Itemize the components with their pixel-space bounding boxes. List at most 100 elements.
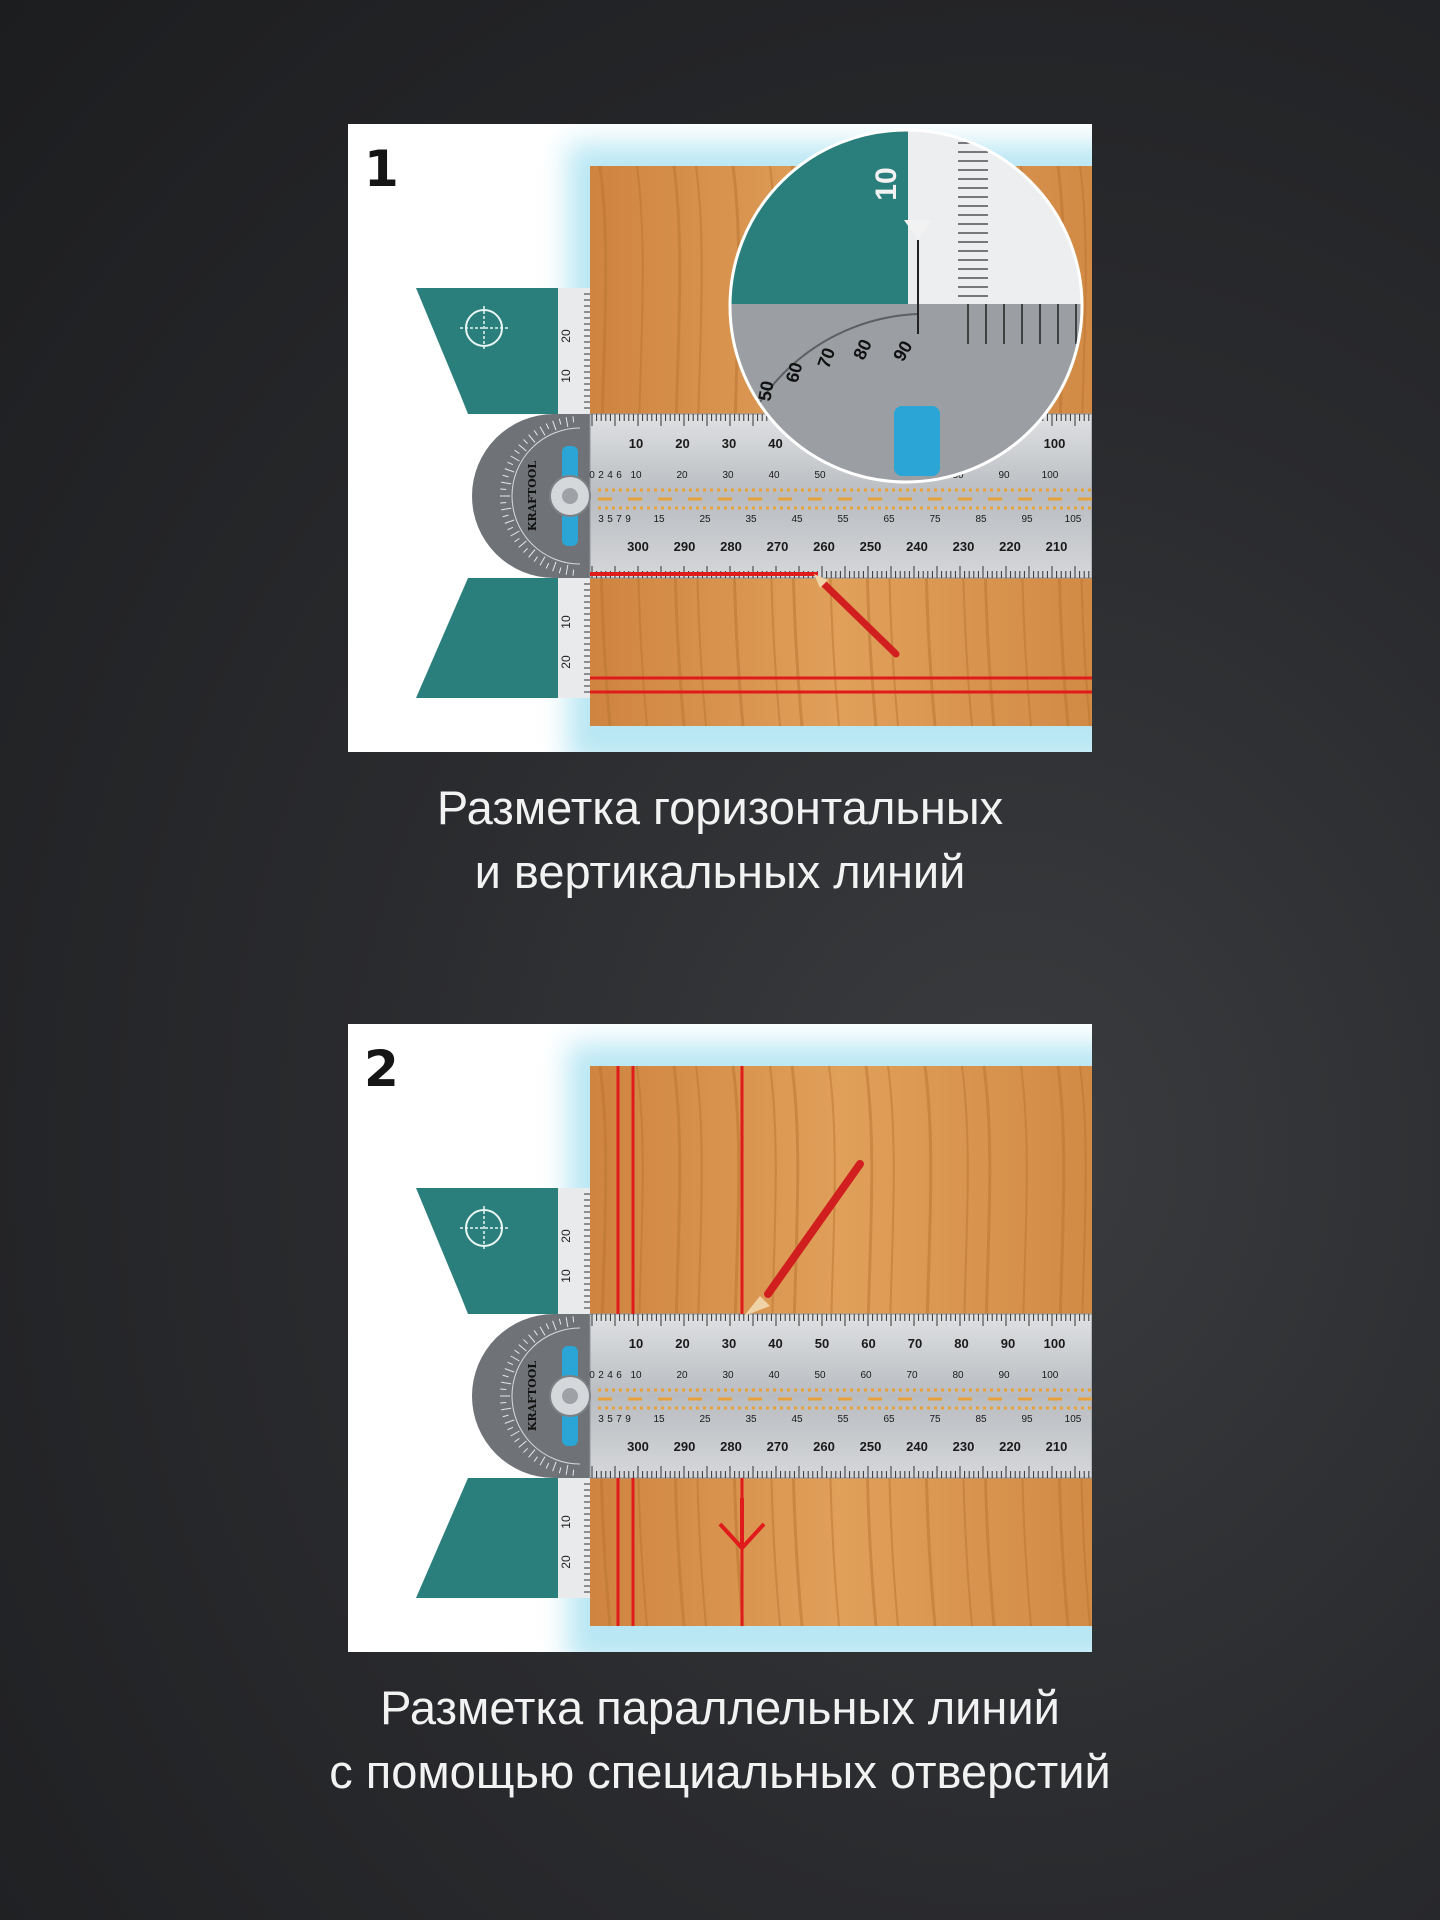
- caption-1-line-1: Разметка горизонтальных: [436, 781, 1004, 834]
- bottom-scale-label: 280: [720, 1439, 742, 1454]
- wood-grain: [636, 165, 648, 727]
- wood-grain: [1020, 1065, 1032, 1627]
- protractor-tick: [504, 519, 515, 524]
- mid-scale-top-label: 10: [630, 1370, 642, 1381]
- protractor-tick: [502, 514, 509, 518]
- top-scale-label: 50: [815, 1336, 829, 1351]
- pencil-icon: [764, 1160, 864, 1298]
- wood-grain: [695, 1065, 707, 1627]
- mid-scale-top-label: 40: [768, 1370, 780, 1381]
- mid-scale-bottom-label: 45: [791, 1414, 803, 1425]
- mid-scale-bottom-label: 7: [616, 1414, 622, 1425]
- mid-scale-bottom-label: 45: [791, 514, 803, 525]
- bottom-scale-label: 240: [906, 1439, 928, 1454]
- mid-scale-bottom-label: 65: [883, 1414, 895, 1425]
- protractor-tick: [552, 1320, 557, 1331]
- wood-grain: [923, 1065, 937, 1627]
- mid-scale-bottom-label: 35: [745, 1414, 757, 1425]
- protractor-tick: [545, 1462, 550, 1469]
- protractor-tick: [539, 426, 546, 436]
- top-scale-label: 80: [954, 1336, 968, 1351]
- mid-scale-top-label: 30: [722, 470, 734, 481]
- mid-scale-top-label: 40: [768, 470, 780, 481]
- protractor-tick: [500, 1388, 507, 1391]
- panel-number-1: 1: [364, 140, 399, 198]
- protractor-tick: [558, 418, 562, 425]
- mid-scale-top-label: 2: [598, 1370, 604, 1381]
- wood-grain: [982, 1065, 996, 1627]
- mid-scale-bottom-label: 55: [837, 514, 849, 525]
- bottom-scale-label: 300: [627, 539, 649, 554]
- protractor-tick: [539, 556, 546, 566]
- protractor-tick: [500, 488, 507, 491]
- bottom-scale-label: 290: [674, 539, 696, 554]
- arrow-down-icon-head: [718, 1522, 766, 1551]
- brand-logo-text: KRAFTOOL: [526, 461, 539, 531]
- mid-scale-bottom-label: 15: [653, 514, 665, 525]
- mid-scale-top-label: 100: [1042, 470, 1059, 481]
- pivot-center: [562, 488, 578, 504]
- protractor-tick: [565, 564, 569, 575]
- side-scale-label: 20: [559, 329, 573, 343]
- protractor-tick: [533, 430, 538, 436]
- protractor-tick: [523, 1447, 529, 1453]
- pivot-center: [562, 1388, 578, 1404]
- wood-grain: [887, 1065, 899, 1627]
- pencil-tip: [744, 1296, 770, 1316]
- wood-grain: [1056, 1065, 1070, 1627]
- wood-grain: [598, 165, 612, 727]
- side-scale-strip-top: [558, 288, 590, 414]
- mid-scale-top-label: 6: [616, 1370, 622, 1381]
- mid-scale-bottom-label: 75: [929, 1414, 941, 1425]
- top-scale-label: 40: [768, 436, 782, 451]
- protractor-tick: [504, 468, 515, 473]
- mid-scale-bottom-label: 75: [929, 514, 941, 525]
- bottom-scale-label: 240: [906, 539, 928, 554]
- protractor-tick: [501, 481, 512, 485]
- top-scale-label: 30: [722, 436, 736, 451]
- wood-grain: [636, 1065, 648, 1627]
- mid-scale-bottom-label: 15: [653, 1414, 665, 1425]
- top-scale-label: 20: [675, 1336, 689, 1351]
- wood-grain: [828, 1065, 840, 1627]
- mid-scale-bottom-label: 9: [625, 1414, 631, 1425]
- protractor-tick: [510, 1430, 520, 1437]
- illustration-panel-1: 20101020KRAFTOOL102030405060708090100300…: [348, 124, 1092, 752]
- mid-scale-bottom-label: 95: [1021, 514, 1033, 525]
- caption-2: Разметка параллельных линий с помощью сп…: [0, 1676, 1440, 1804]
- mid-scale-bottom-label: 65: [883, 514, 895, 525]
- caption-2-line-1: Разметка параллельных линий: [380, 1681, 1060, 1734]
- protractor-tick: [502, 1414, 509, 1418]
- side-scale-label: 10: [559, 1269, 573, 1283]
- protractor-tick: [565, 1464, 569, 1475]
- bottom-scale-label: 300: [627, 1439, 649, 1454]
- mid-scale-top-label: 50: [814, 470, 826, 481]
- bottom-scale-label: 250: [860, 1439, 882, 1454]
- protractor-arc: [511, 1327, 581, 1465]
- wood-grain: [961, 1065, 973, 1627]
- protractor-tick: [565, 417, 569, 428]
- teal-upper-arm: [416, 288, 590, 414]
- mid-scale-top-label: 100: [1042, 1370, 1059, 1381]
- side-scale-label: 20: [559, 1229, 573, 1243]
- protractor-tick: [507, 461, 514, 466]
- top-scale-label: 10: [629, 1336, 643, 1351]
- mid-scale-top-label: 80: [952, 1370, 964, 1381]
- mid-scale-bottom-label: 55: [837, 1414, 849, 1425]
- side-scale-label: 20: [559, 1555, 573, 1569]
- protractor-tick: [514, 1349, 520, 1354]
- wood-grain: [731, 1065, 745, 1627]
- brand-logo-text: KRAFTOOL: [526, 1361, 539, 1431]
- mid-scale-bottom-label: 7: [616, 514, 622, 525]
- mid-scale-top-label: 4: [607, 470, 613, 481]
- caption-2-line-2: с помощью специальных отверстий: [329, 1745, 1111, 1798]
- protractor-tick: [533, 1456, 538, 1462]
- mid-scale-top-label: 20: [676, 1370, 688, 1381]
- wood-grain: [672, 1065, 686, 1627]
- mid-scale-top-label: 6: [616, 470, 622, 481]
- mid-scale-bottom-label: 5: [607, 514, 613, 525]
- teal-lower-arm: [416, 1478, 590, 1598]
- mid-scale-top-label: 4: [607, 1370, 613, 1381]
- protractor-tick: [572, 416, 575, 423]
